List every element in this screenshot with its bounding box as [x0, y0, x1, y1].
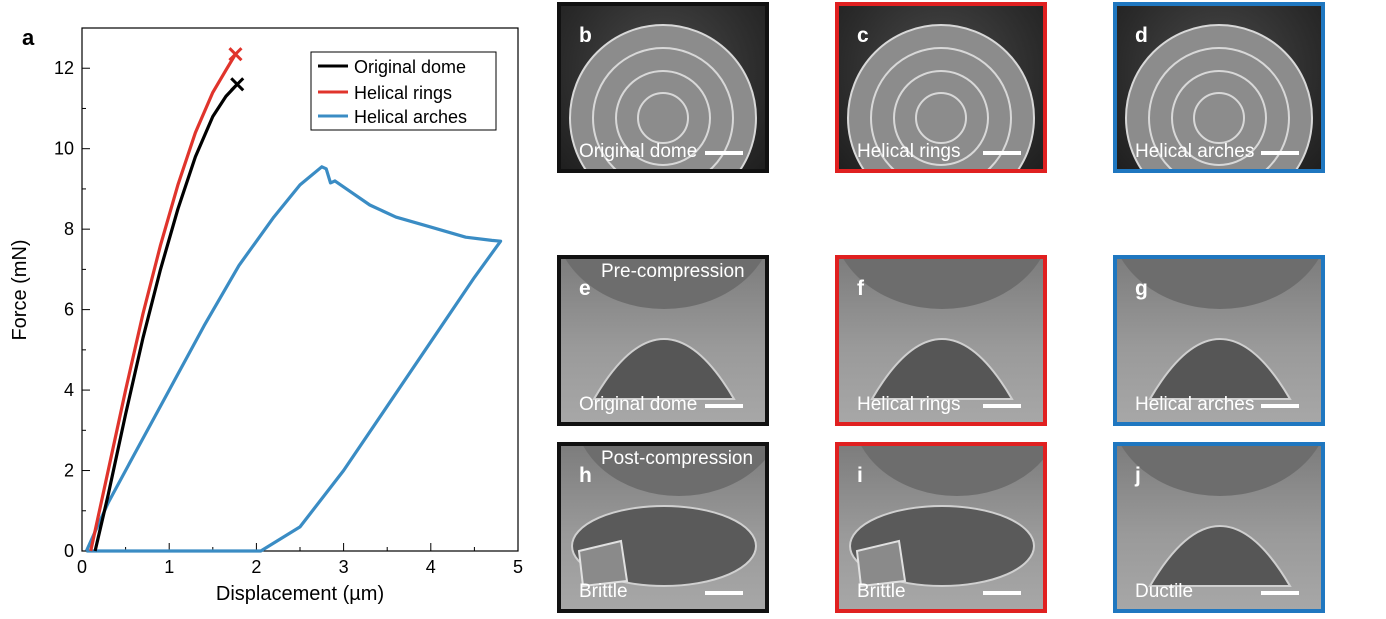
panel-caption-b: Original dome	[579, 141, 698, 162]
scale-bar	[983, 591, 1021, 595]
panel-caption-c: Helical rings	[857, 141, 961, 162]
x-axis-label: Displacement (µm)	[216, 583, 384, 605]
panel-label-a: a	[22, 25, 35, 50]
x-tick-label: 3	[339, 557, 349, 577]
fracture-marker	[228, 47, 243, 62]
scale-bar	[705, 591, 743, 595]
y-tick-label: 10	[54, 139, 74, 159]
panel-caption-i: Brittle	[857, 581, 906, 602]
panel-c-helical-rings-top: c Helical rings	[835, 2, 1047, 173]
rings-side-view-image	[843, 259, 1041, 400]
scale-bar	[983, 151, 1021, 155]
panel-label-b: b	[579, 24, 592, 47]
x-tick-label: 5	[513, 557, 523, 577]
panel-label-j: j	[1135, 464, 1141, 487]
fracture-marker	[230, 77, 245, 92]
rings-collapsed-image	[849, 446, 1043, 588]
post-compression-text: Post-compression	[601, 448, 754, 469]
y-axis-label: Force (mN)	[9, 239, 31, 340]
series-line-helical-rings	[89, 53, 237, 552]
scale-bar	[1261, 404, 1299, 408]
panel-d-helical-arches-top: d Helical arches	[1113, 2, 1325, 173]
panel-label-c: c	[857, 24, 869, 47]
panel-caption-j: Ductile	[1135, 581, 1194, 602]
y-tick-label: 6	[64, 300, 74, 320]
x-tick-label: 0	[77, 557, 87, 577]
y-tick-label: 8	[64, 219, 74, 239]
legend-label-rings: Helical rings	[354, 83, 452, 103]
dome-top-view-image	[569, 24, 757, 169]
panel-caption-h: Brittle	[579, 581, 628, 602]
series-line-helical-arches	[84, 165, 503, 553]
pre-compression-text: Pre-compression	[601, 261, 745, 282]
arches-side-view-image	[1121, 259, 1319, 400]
y-tick-label: 0	[64, 541, 74, 561]
legend-label-arches: Helical arches	[354, 107, 467, 127]
panel-b-original-dome-top: b Original dome	[557, 2, 769, 173]
x-tick-label: 1	[164, 557, 174, 577]
panel-label-f: f	[857, 277, 864, 300]
arches-intact-image	[1121, 446, 1319, 587]
panel-caption-f: Helical rings	[857, 394, 961, 415]
scale-bar	[705, 151, 743, 155]
y-tick-label: 4	[64, 380, 74, 400]
scale-bar	[1261, 591, 1299, 595]
panel-label-h: h	[579, 464, 592, 487]
panel-label-d: d	[1135, 24, 1148, 47]
dome-side-view-image	[565, 259, 763, 400]
panel-caption-e: Original dome	[579, 394, 698, 415]
x-tick-label: 4	[426, 557, 436, 577]
legend: Original dome Helical rings Helical arch…	[310, 51, 497, 131]
series-lines	[84, 47, 503, 553]
panel-g-helical-arches-pre: g Helical arches	[1113, 255, 1325, 426]
panel-e-original-dome-pre: Pre-compression e Original dome	[557, 255, 769, 426]
scale-bar	[1261, 151, 1299, 155]
y-tick-label: 12	[54, 58, 74, 78]
x-tick-label: 2	[251, 557, 261, 577]
panel-caption-d: Helical arches	[1135, 141, 1255, 162]
panel-label-e: e	[579, 277, 591, 300]
panel-j-helical-arches-post: j Ductile	[1113, 442, 1325, 613]
scale-bar	[983, 404, 1021, 408]
panel-label-g: g	[1135, 277, 1148, 300]
panel-f-helical-rings-pre: f Helical rings	[835, 255, 1047, 426]
legend-label-original: Original dome	[354, 57, 466, 77]
scale-bar	[705, 404, 743, 408]
panel-i-helical-rings-post: i Brittle	[835, 442, 1047, 613]
y-tick-label: 2	[64, 461, 74, 481]
dome-collapsed-image	[571, 446, 765, 588]
arches-top-view-image	[1125, 24, 1313, 169]
panel-label-i: i	[857, 464, 863, 487]
rings-top-view-image	[847, 24, 1035, 169]
panel-h-original-dome-post: Post-compression h Brittle	[557, 442, 769, 613]
series-line-original-dome	[93, 83, 239, 552]
panel-caption-g: Helical arches	[1135, 394, 1255, 415]
